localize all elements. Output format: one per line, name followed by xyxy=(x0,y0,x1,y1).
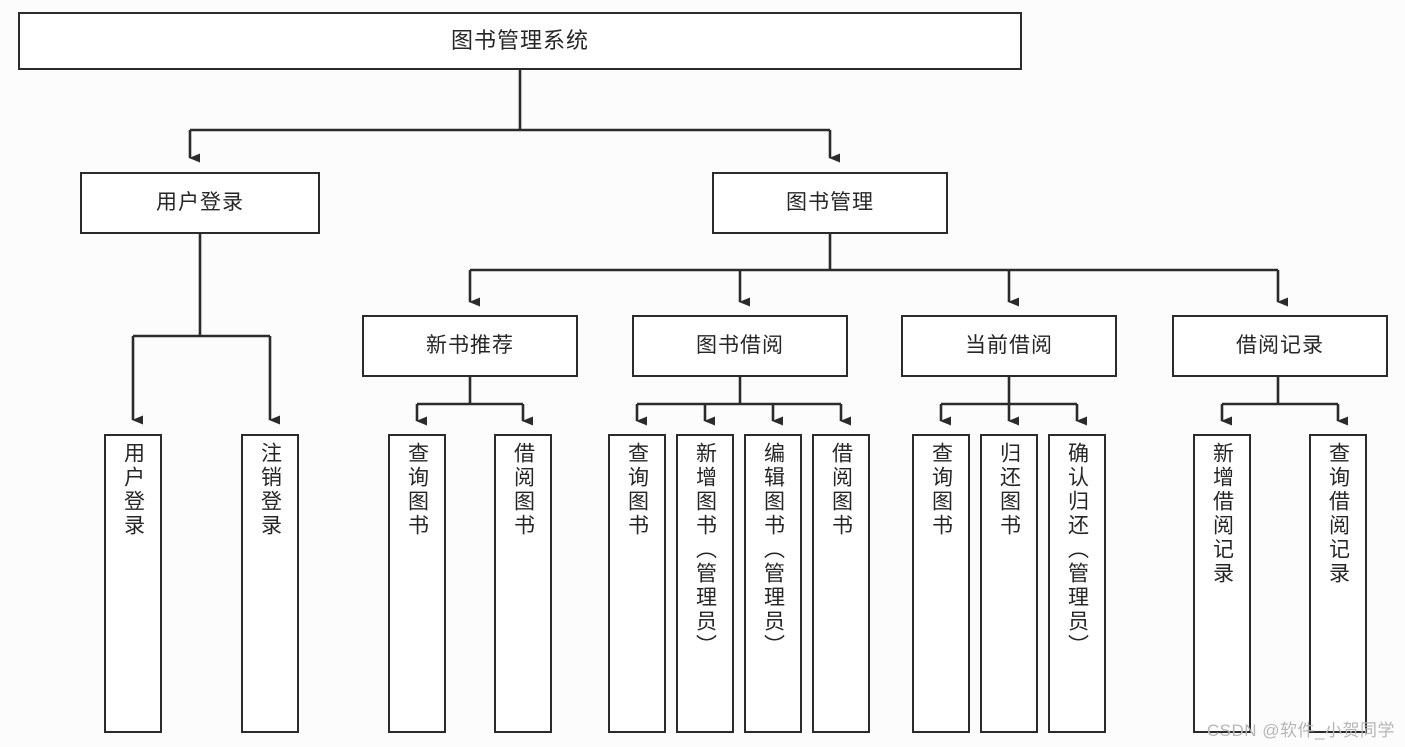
node-label: 注销登录 xyxy=(258,442,282,538)
node-label: 确认归还（管理员） xyxy=(1065,442,1089,658)
node-label: 查询图书 xyxy=(929,442,953,538)
leaf-confirm-return-admin[interactable]: 确认归还（管理员） xyxy=(1048,434,1106,733)
leaf-borrow-book[interactable]: 借阅图书 xyxy=(812,434,870,733)
leaf-add-borrow-record[interactable]: 新增借阅记录 xyxy=(1193,434,1251,733)
node-label: 新增图书（管理员） xyxy=(693,442,717,658)
leaf-query-book-borrow[interactable]: 查询图书 xyxy=(608,434,666,733)
leaf-query-borrow-record[interactable]: 查询借阅记录 xyxy=(1309,434,1367,733)
node-label: 查询借阅记录 xyxy=(1326,442,1350,586)
node-label: 新书推荐 xyxy=(426,333,514,357)
leaf-logout[interactable]: 注销登录 xyxy=(241,434,299,733)
leaf-add-book-admin[interactable]: 新增图书（管理员） xyxy=(676,434,734,733)
node-root-system[interactable]: 图书管理系统 xyxy=(18,12,1022,70)
node-label: 借阅图书 xyxy=(511,442,535,538)
node-label: 图书管理系统 xyxy=(450,28,589,54)
node-label: 用户登录 xyxy=(156,190,244,214)
leaf-user-login[interactable]: 用户登录 xyxy=(104,434,162,733)
node-label: 当前借阅 xyxy=(965,333,1053,357)
node-current-borrow[interactable]: 当前借阅 xyxy=(901,315,1117,377)
leaf-borrow-book-recommend[interactable]: 借阅图书 xyxy=(494,434,552,733)
node-label: 借阅记录 xyxy=(1236,333,1324,357)
watermark-text: CSDN @软件_小贺同学 xyxy=(1206,721,1395,740)
node-label: 用户登录 xyxy=(121,442,145,538)
leaf-query-book-recommend[interactable]: 查询图书 xyxy=(388,434,446,733)
node-book-management[interactable]: 图书管理 xyxy=(712,172,948,234)
leaf-query-book-current[interactable]: 查询图书 xyxy=(912,434,970,733)
node-borrow-record[interactable]: 借阅记录 xyxy=(1172,315,1388,377)
leaf-edit-book-admin[interactable]: 编辑图书（管理员） xyxy=(744,434,802,733)
node-user-login[interactable]: 用户登录 xyxy=(80,172,320,234)
node-label: 图书借阅 xyxy=(696,333,784,357)
leaf-return-book[interactable]: 归还图书 xyxy=(980,434,1038,733)
node-label: 新增借阅记录 xyxy=(1210,442,1234,586)
node-label: 归还图书 xyxy=(997,442,1021,538)
node-label: 图书管理 xyxy=(786,190,874,214)
node-new-book-recommend[interactable]: 新书推荐 xyxy=(362,315,578,377)
node-label: 查询图书 xyxy=(405,442,429,538)
node-label: 编辑图书（管理员） xyxy=(761,442,785,658)
node-label: 查询图书 xyxy=(625,442,649,538)
node-book-borrow[interactable]: 图书借阅 xyxy=(632,315,848,377)
node-label: 借阅图书 xyxy=(829,442,853,538)
